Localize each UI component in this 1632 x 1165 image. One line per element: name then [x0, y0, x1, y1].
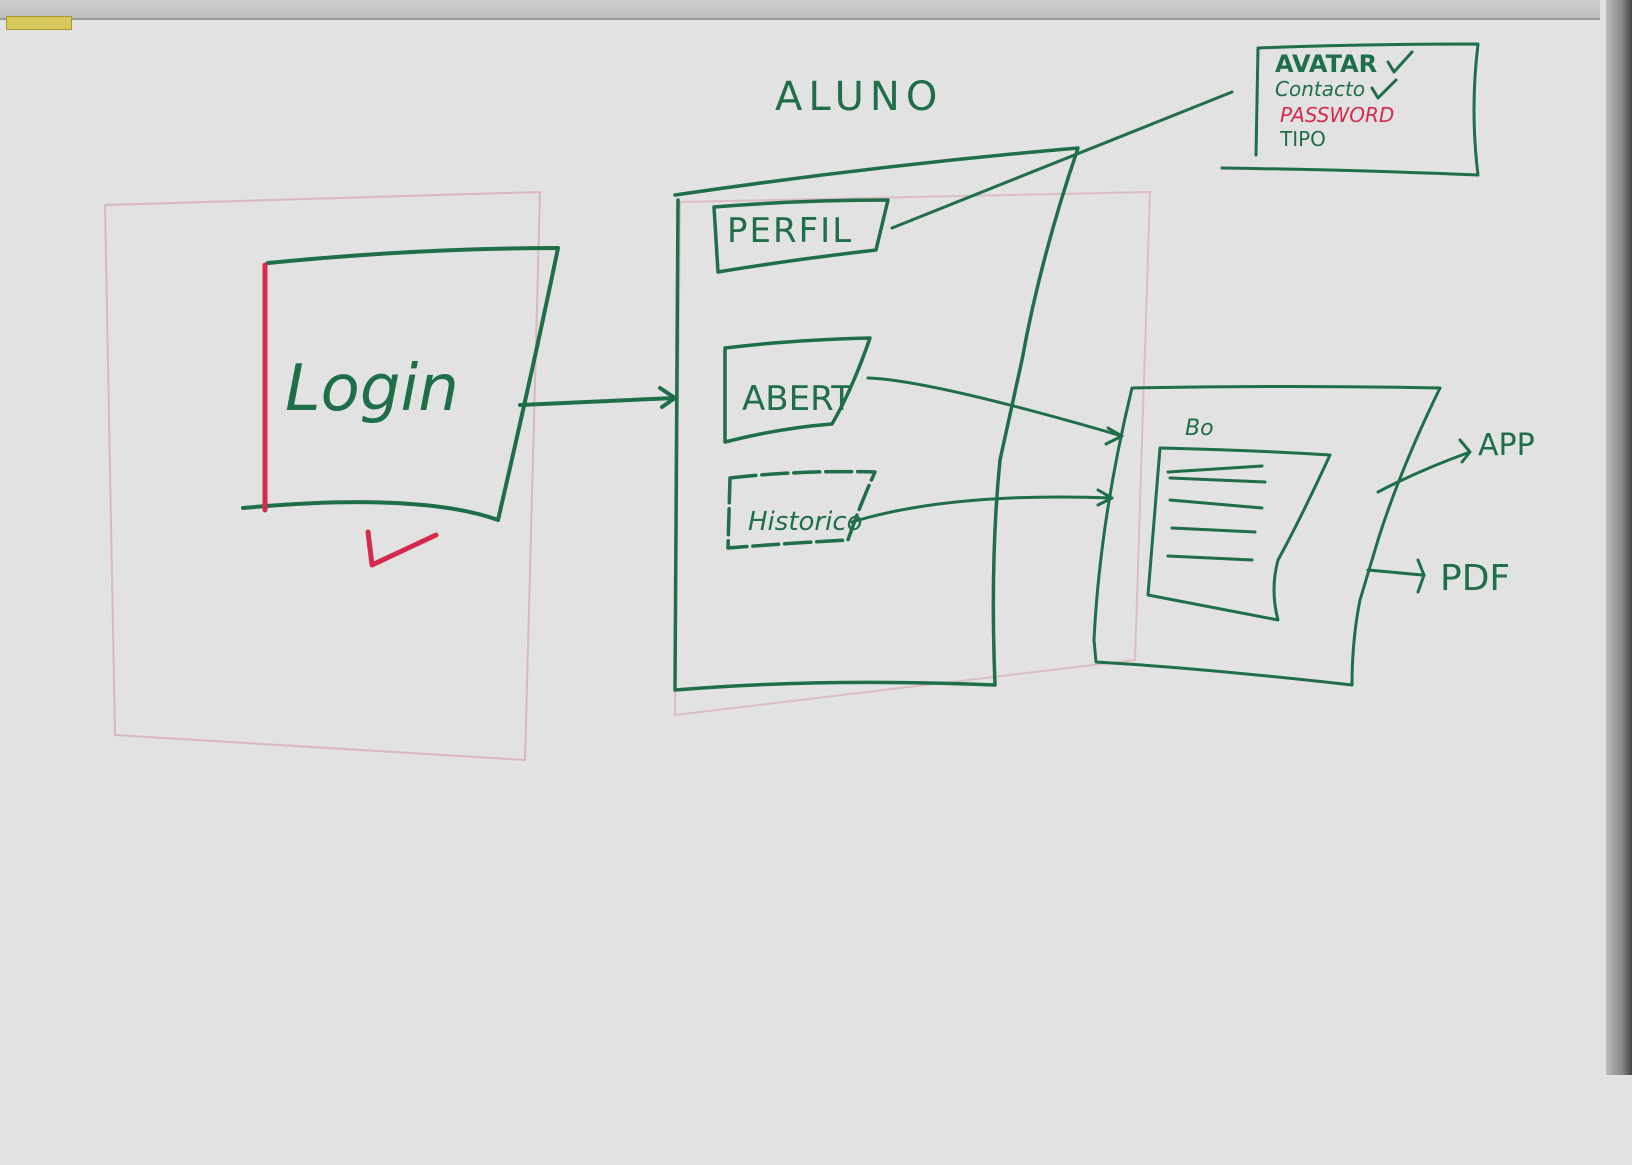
menu-perfil-label: PERFIL [727, 211, 853, 251]
ghost-rect-middle [674, 191, 1151, 716]
menu-abert-label: ABERT [742, 379, 852, 419]
field-tipo: TIPO [1279, 127, 1326, 151]
historico-box [726, 469, 877, 550]
line-perfil-to-fields [890, 90, 1234, 230]
fields-box [1220, 42, 1480, 177]
tape-label [6, 16, 72, 30]
output-pdf-label: PDF [1440, 558, 1510, 599]
arrow-doc-to-pdf [1366, 558, 1426, 594]
field-password: PASSWORD [1280, 103, 1394, 127]
avatar-check-icon [1386, 50, 1414, 74]
perfil-box [712, 198, 890, 274]
document-panel [1092, 385, 1442, 687]
arrow-doc-to-app [1376, 438, 1472, 494]
login-label: Login [285, 352, 459, 426]
output-app-label: APP [1478, 428, 1535, 463]
arrow-historico-to-doc [850, 488, 1114, 524]
ghost-rect-left [104, 191, 541, 761]
field-contacto: Contacto [1275, 77, 1365, 101]
aluno-panel [673, 146, 1080, 692]
login-box [241, 246, 560, 522]
login-checkmark [365, 529, 439, 568]
arrow-abert-to-doc [866, 376, 1124, 446]
whiteboard-frame-right [1606, 0, 1632, 1075]
contacto-check-icon [1370, 78, 1398, 100]
whiteboard-frame-top [0, 0, 1600, 20]
document-lines [1166, 464, 1267, 562]
document-sheet [1146, 446, 1332, 622]
field-avatar: AVATAR [1275, 50, 1377, 78]
abert-box [723, 336, 872, 444]
menu-historico-label: Historico [748, 507, 863, 537]
arrow-login-to-aluno [518, 386, 677, 409]
aluno-title: ALUNO [775, 74, 943, 120]
document-label: Bo [1185, 416, 1214, 441]
